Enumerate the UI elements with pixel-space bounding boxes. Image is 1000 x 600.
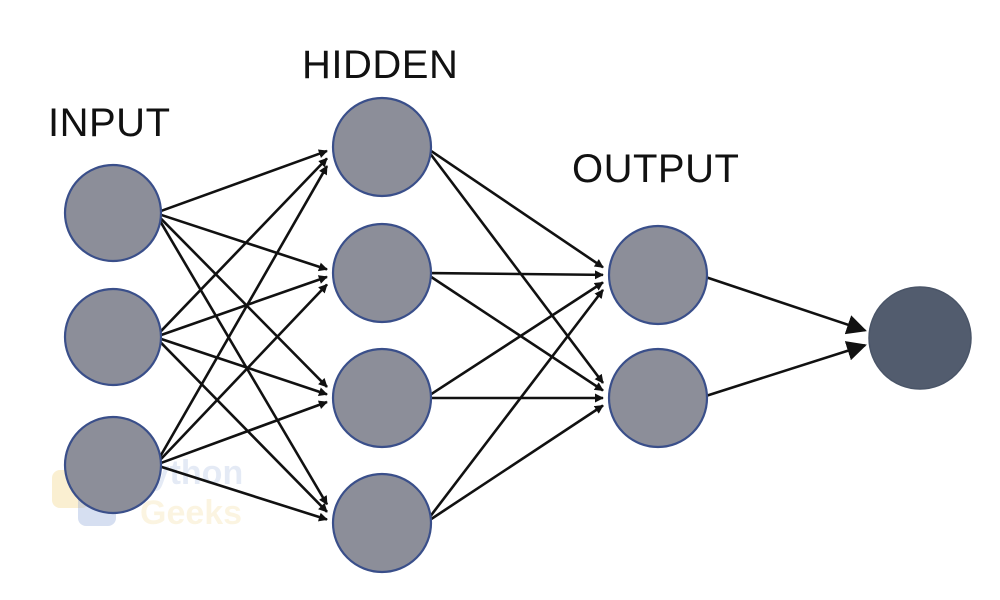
- output-layer-label: OUTPUT: [572, 147, 739, 191]
- hidden-node-1: [331, 96, 433, 198]
- final-output-node: [868, 286, 972, 390]
- input-node-1: [63, 163, 163, 263]
- hidden-node-3: [331, 347, 433, 449]
- edge-input-2-hidden-3: [158, 336, 328, 397]
- output-node-2: [607, 347, 709, 449]
- edge-input-2-hidden-4: [158, 339, 328, 513]
- input-node-3: [63, 415, 163, 515]
- edge-input-3-hidden-1: [157, 165, 329, 460]
- hidden-layer-label: HIDDEN: [302, 43, 458, 87]
- edge-input-1-hidden-1: [158, 149, 328, 213]
- edge-input-3-hidden-2: [158, 283, 328, 463]
- edge-input-2-hidden-1: [158, 157, 328, 335]
- edge-hidden-4-output-1: [427, 289, 605, 519]
- network-nodes: [63, 96, 972, 574]
- edge-hidden-1-output-1: [428, 148, 604, 269]
- edge-input-1-hidden-3: [158, 215, 328, 388]
- edge-input-1-hidden-4: [157, 218, 329, 506]
- edge-hidden-3-output-1: [428, 281, 604, 397]
- input-layer-label: INPUT: [48, 101, 171, 145]
- hidden-node-4: [331, 472, 433, 574]
- edge-hidden-1-output-2: [427, 151, 605, 384]
- connection-edges: [157, 148, 867, 522]
- edge-input-3-hidden-4: [158, 464, 328, 522]
- output-node-1: [607, 224, 709, 326]
- edge-output-1-final: [706, 276, 867, 335]
- hidden-node-2: [331, 222, 433, 324]
- input-node-2: [63, 287, 163, 387]
- edge-input-1-hidden-2: [158, 212, 328, 272]
- edge-output-2-final: [706, 341, 867, 397]
- edge-hidden-2-output-2: [428, 274, 604, 392]
- edge-hidden-2-output-1: [428, 270, 604, 280]
- edge-hidden-4-output-2: [428, 404, 604, 522]
- edge-input-3-hidden-3: [158, 400, 328, 465]
- watermark-text-line2: Geeks: [140, 494, 242, 532]
- edge-input-2-hidden-2: [158, 275, 328, 337]
